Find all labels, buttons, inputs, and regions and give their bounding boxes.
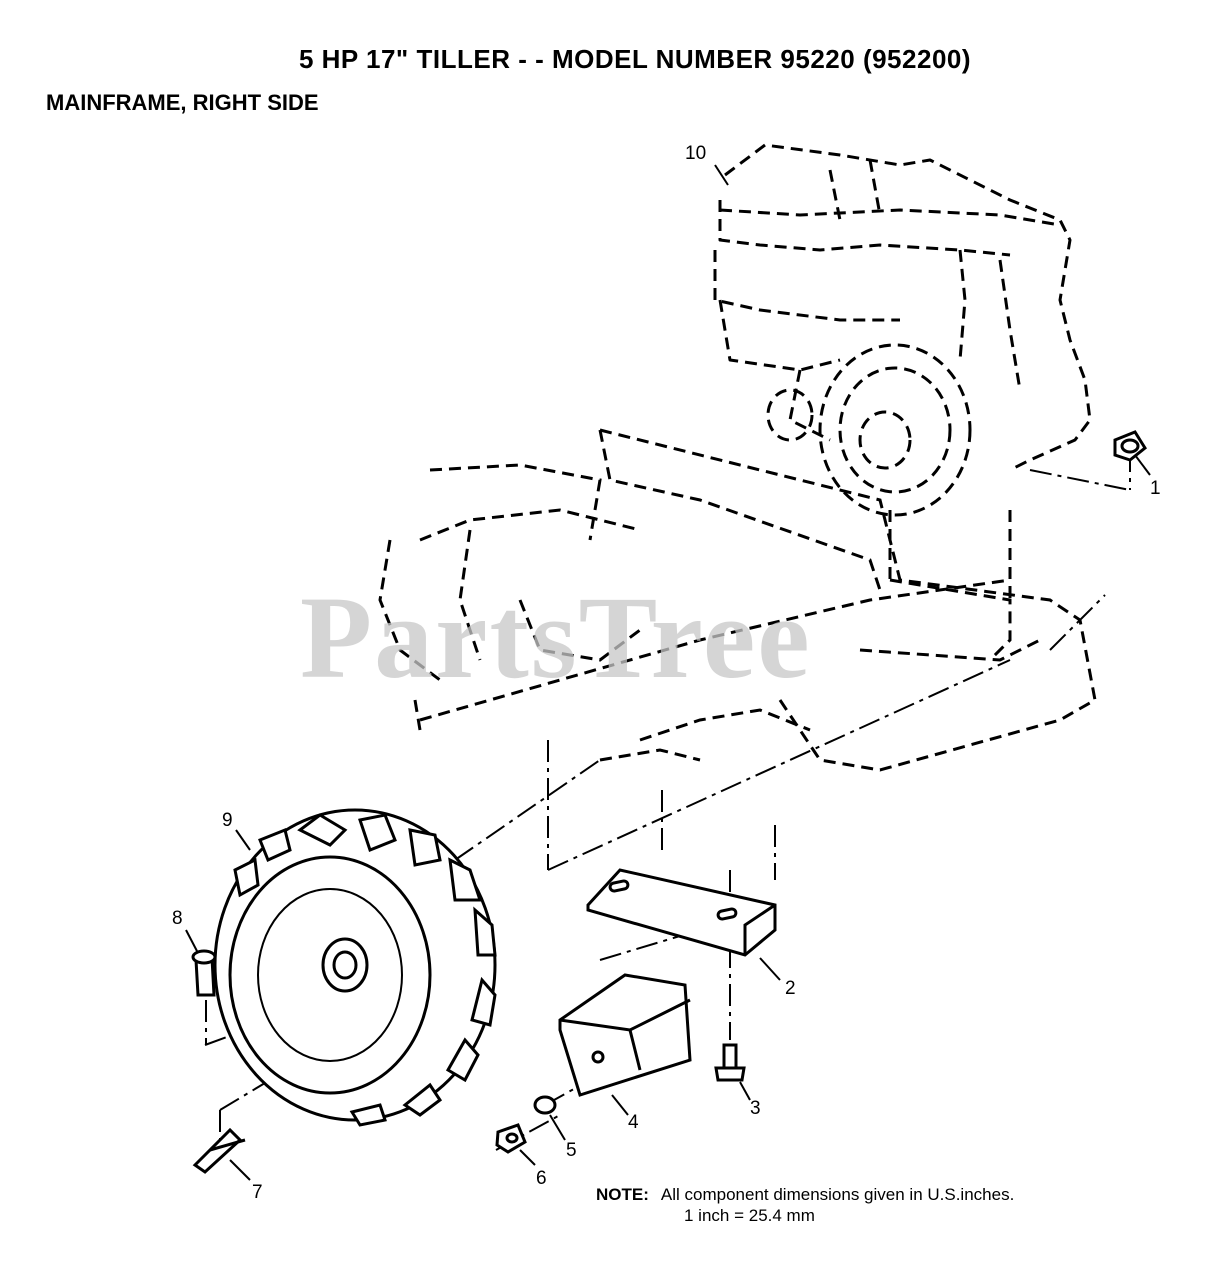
- callout-2: 2: [785, 978, 796, 999]
- callout-7: 7: [252, 1182, 263, 1203]
- callout-3: 3: [750, 1098, 761, 1119]
- note-label: NOTE:: [596, 1185, 649, 1204]
- callout-10: 10: [685, 143, 707, 164]
- cover: [558, 973, 692, 1097]
- callout-5: 5: [566, 1140, 577, 1161]
- hardware: [191, 430, 1147, 1174]
- dimension-note: NOTE: All component dimensions given in U…: [596, 1184, 1014, 1226]
- note-line-2: 1 inch = 25.4 mm: [684, 1206, 815, 1225]
- callout-leaders: [185, 164, 1151, 1181]
- watermark-logo: PartsTree: [300, 572, 812, 703]
- diagram-subtitle: MAINFRAME, RIGHT SIDE: [46, 90, 319, 115]
- leader-lines: [204, 450, 1131, 1151]
- callout-8: 8: [172, 908, 183, 929]
- callout-4: 4: [628, 1112, 639, 1133]
- engine-outline: [713, 143, 1092, 472]
- flywheel-outline: [766, 343, 972, 517]
- callout-1: 1: [1150, 478, 1161, 499]
- note-line-1: All component dimensions given in U.S.in…: [660, 1185, 1015, 1204]
- diagram-title: 5 HP 17" TILLER - - MODEL NUMBER 95220 (…: [298, 44, 972, 74]
- callout-9: 9: [222, 810, 233, 831]
- frame-outline: [378, 428, 1097, 772]
- callout-6: 6: [536, 1168, 547, 1189]
- tire-wheel: [213, 808, 497, 1127]
- bracket: [586, 868, 777, 957]
